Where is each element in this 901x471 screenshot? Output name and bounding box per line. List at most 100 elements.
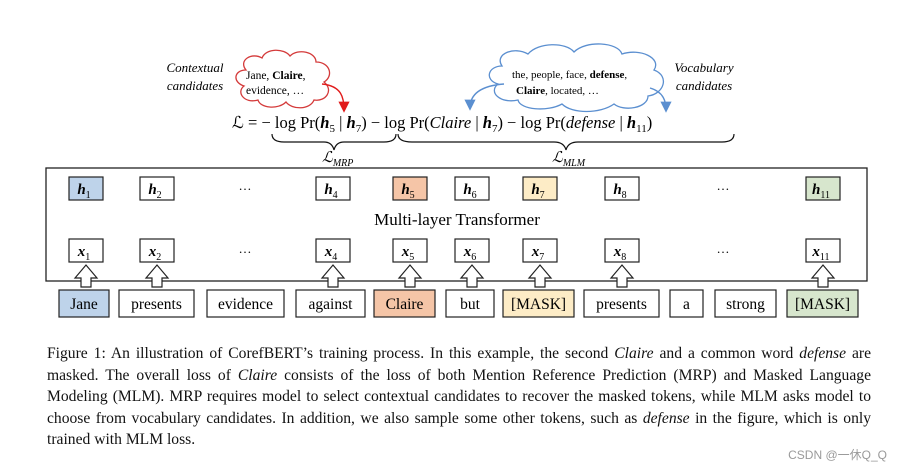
input-label-7: x7 xyxy=(531,244,545,263)
input-box-4 xyxy=(315,238,351,263)
caption-claire-2: Claire xyxy=(237,366,278,384)
input-label-8: x8 xyxy=(613,244,627,263)
contextual-arrow xyxy=(321,83,350,113)
hidden-box-7 xyxy=(522,176,558,201)
hidden-box-11 xyxy=(805,176,841,201)
input-box-2 xyxy=(139,238,175,263)
caption-text-4: consists of the loss of both Mention Ref… xyxy=(47,366,871,427)
input-row: x1 x2 x4 x5 x6 x7 x8 x11 xyxy=(68,238,841,263)
token-box-10 xyxy=(786,289,859,318)
token-text-1: presents xyxy=(131,296,182,313)
ellipsis-0: … xyxy=(239,178,252,193)
input-label-4: x4 xyxy=(324,244,338,263)
caption-defense-2: defense xyxy=(642,409,690,427)
token-box-4 xyxy=(373,289,436,318)
input-label-1: x1 xyxy=(77,244,91,263)
hidden-label-7: h7 xyxy=(531,182,544,201)
caption-text-3: are masked. The overall loss of xyxy=(47,345,872,384)
hidden-box-2 xyxy=(139,176,175,201)
up-arrow-6 xyxy=(609,264,635,288)
watermark: CSDN @一休Q_Q xyxy=(788,448,887,462)
hidden-box-6 xyxy=(454,176,490,201)
token-box-8 xyxy=(669,289,704,318)
input-label-6: x6 xyxy=(463,244,477,263)
token-text-5: but xyxy=(460,296,481,313)
coref-diagram: Contextual candidates Vocabulary candida… xyxy=(45,43,868,318)
up-arrow-5 xyxy=(527,264,553,288)
hidden-label-8: h8 xyxy=(613,182,626,201)
hidden-label-2: h2 xyxy=(148,182,161,201)
token-text-9: strong xyxy=(726,296,765,313)
vocabulary-label: Vocabulary xyxy=(674,60,733,75)
input-box-11 xyxy=(805,238,841,263)
hidden-label-5: h5 xyxy=(401,182,414,201)
up-arrow-0 xyxy=(73,264,99,288)
token-box-7 xyxy=(583,289,660,318)
token-box-0 xyxy=(58,289,110,318)
input-box-5 xyxy=(392,238,428,263)
ellipsis-row: … … … … xyxy=(239,178,730,256)
caption-text-2: and a common word xyxy=(653,345,800,362)
token-box-9 xyxy=(714,289,777,318)
contextual-cloud-line1: Jane, Claire, xyxy=(246,70,306,82)
token-box-6 xyxy=(502,289,575,318)
loss-formula: ℒ = − log Pr(h5 | h7) − log Pr(Claire | … xyxy=(232,113,652,135)
hidden-box-5 xyxy=(392,176,428,201)
vocabulary-cloud-line1: the, people, face, defense, xyxy=(512,69,627,81)
token-text-4: Claire xyxy=(386,296,424,313)
token-box-3 xyxy=(295,289,366,318)
caption-claire-1: Claire xyxy=(614,345,654,362)
up-arrow-3 xyxy=(397,264,423,288)
mrp-label: ℒMRP xyxy=(322,150,353,169)
contextual-cloud: Jane, Claire, evidence, … xyxy=(235,49,331,109)
token-text-7: presents xyxy=(596,296,647,313)
up-arrow-4 xyxy=(459,264,485,288)
mlm-brace xyxy=(397,133,735,151)
token-text-3: against xyxy=(309,296,354,313)
contextual-cloud-line2: evidence, … xyxy=(246,85,304,97)
token-text-0: Jane xyxy=(70,296,98,313)
ellipsis-3: … xyxy=(717,241,730,256)
input-box-7 xyxy=(522,238,558,263)
contextual-label-2: candidates xyxy=(167,78,223,93)
hidden-label-1: h1 xyxy=(77,182,90,201)
hidden-row: h1 h2 h4 h5 h6 h7 h8 h11 xyxy=(68,176,841,201)
contextual-label: Contextual xyxy=(166,60,223,75)
hidden-label-11: h11 xyxy=(812,182,830,201)
caption-text-1: Figure 1: An illustration of CorefBERT’s… xyxy=(47,345,615,362)
vocabulary-arrow-right xyxy=(649,87,672,113)
transformer-label: Multi-layer Transformer xyxy=(374,210,540,229)
arrow-row xyxy=(73,264,836,288)
token-box-2 xyxy=(206,289,285,318)
ellipsis-2: … xyxy=(239,241,252,256)
input-box-8 xyxy=(604,238,640,263)
token-text-6: [MASK] xyxy=(511,296,566,313)
figure-caption: Figure 1: An illustration of CorefBERT’s… xyxy=(47,343,871,451)
up-arrow-7 xyxy=(810,264,836,288)
hidden-box-8 xyxy=(604,176,640,201)
token-box-5 xyxy=(445,289,495,318)
token-text-8: a xyxy=(683,296,690,313)
token-box-1 xyxy=(118,289,195,318)
hidden-label-6: h6 xyxy=(463,182,476,201)
token-text-10: [MASK] xyxy=(795,296,850,313)
up-arrow-1 xyxy=(144,264,170,288)
vocabulary-label-2: candidates xyxy=(676,78,732,93)
input-label-11: x11 xyxy=(811,244,829,263)
up-arrow-2 xyxy=(320,264,346,288)
mlm-label: ℒMLM xyxy=(552,150,586,169)
input-box-6 xyxy=(454,238,490,263)
input-label-5: x5 xyxy=(401,244,415,263)
input-label-2: x2 xyxy=(148,244,162,263)
hidden-label-4: h4 xyxy=(324,182,337,201)
mrp-brace xyxy=(271,133,397,151)
hidden-box-1 xyxy=(68,176,104,201)
input-box-1 xyxy=(68,238,104,263)
vocabulary-cloud: the, people, face, defense, Claire, loca… xyxy=(488,43,664,113)
token-row: Jane presents evidence against Claire but [MAS… xyxy=(58,289,859,318)
token-text-2: evidence xyxy=(218,296,273,313)
ellipsis-1: … xyxy=(717,178,730,193)
vocabulary-arrow-left xyxy=(464,83,505,111)
caption-text-5: in the figure, which is only trained wit… xyxy=(47,409,871,449)
vocabulary-cloud-line2: Claire, located, … xyxy=(516,85,599,97)
